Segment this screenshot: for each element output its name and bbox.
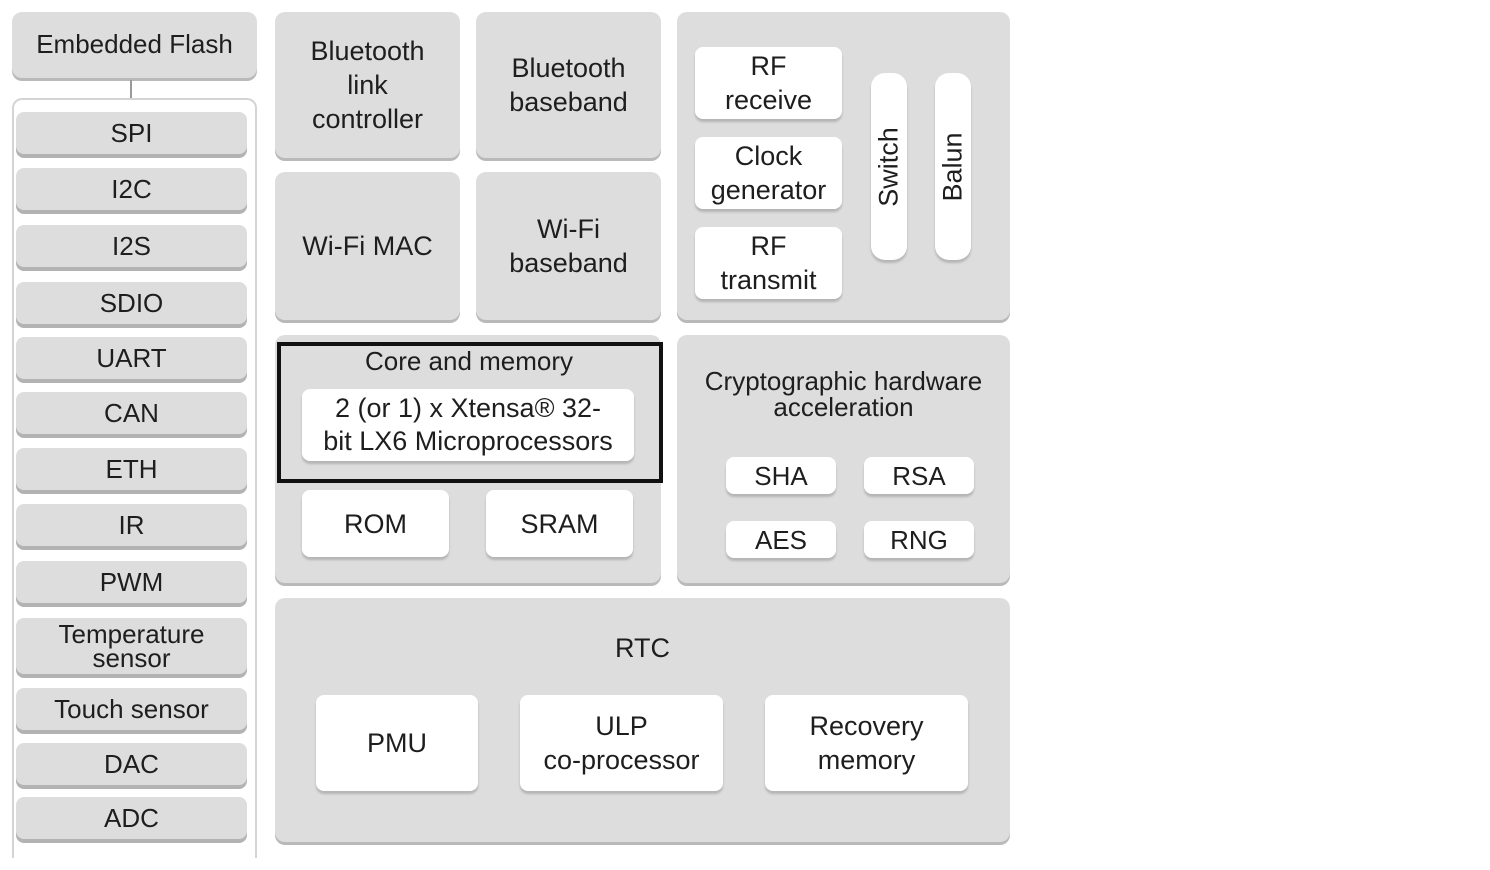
peripheral-pwm: PWM	[16, 561, 247, 603]
peripheral-temperature-sensor: Temperature sensor	[16, 618, 247, 674]
wifi-mac-label: Wi-Fi MAC	[302, 231, 433, 261]
flash-connector-line	[130, 80, 132, 114]
core-highlight-frame	[277, 342, 663, 483]
rtc-title: RTC	[614, 633, 670, 663]
balun-box: Balun	[935, 73, 971, 260]
sha-box: SHA	[726, 457, 836, 494]
ulp-coprocessor-box: ULP co-processor	[520, 695, 723, 791]
wifi-mac-block: Wi-Fi MAC	[275, 172, 460, 320]
peripheral-spi: SPI	[16, 112, 247, 154]
clock-generator-box: Clock generator	[695, 137, 842, 209]
rng-box: RNG	[864, 521, 974, 558]
peripheral-eth: ETH	[16, 448, 247, 490]
peripheral-adc: ADC	[16, 797, 247, 839]
rf-receive-box: RF receive	[695, 47, 842, 119]
core-memory-title: Core and memory	[364, 346, 574, 376]
processor-box: 2 (or 1) x Xtensa® 32- bit LX6 Microproc…	[302, 389, 634, 461]
wifi-baseband-block: Wi-Fi baseband	[476, 172, 661, 320]
balun-label: Balun	[937, 131, 968, 202]
embedded-flash-label: Embedded Flash	[36, 29, 233, 59]
peripheral-uart: UART	[16, 337, 247, 379]
aes-box: AES	[726, 521, 836, 558]
crypto-title: Cryptographic hardware acceleration	[704, 366, 983, 422]
embedded-flash-block: Embedded Flash	[12, 12, 257, 78]
peripheral-can: CAN	[16, 392, 247, 434]
recovery-memory-box: Recovery memory	[765, 695, 968, 791]
pmu-box: PMU	[316, 695, 478, 791]
bt-link-controller-label: Bluetooth link controller	[310, 36, 425, 134]
peripheral-ir: IR	[16, 504, 247, 546]
rsa-box: RSA	[864, 457, 974, 494]
switch-box: Switch	[871, 73, 907, 260]
peripheral-touch-sensor: Touch sensor	[16, 688, 247, 730]
wifi-baseband-label: Wi-Fi baseband	[509, 214, 628, 278]
switch-label: Switch	[873, 126, 904, 207]
bt-baseband-block: Bluetooth baseband	[476, 12, 661, 158]
rf-transmit-box: RF transmit	[695, 227, 842, 299]
peripheral-sdio: SDIO	[16, 282, 247, 324]
bt-link-controller-block: Bluetooth link controller	[275, 12, 460, 158]
sram-box: SRAM	[486, 490, 633, 557]
peripheral-i2c: I2C	[16, 168, 247, 210]
rom-box: ROM	[302, 490, 449, 557]
bt-baseband-label: Bluetooth baseband	[509, 53, 628, 117]
peripheral-dac: DAC	[16, 743, 247, 785]
peripheral-i2s: I2S	[16, 225, 247, 267]
